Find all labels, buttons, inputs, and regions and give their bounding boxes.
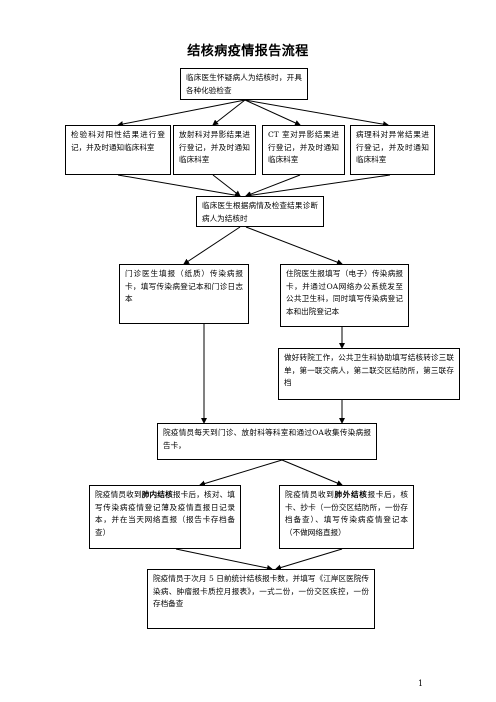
node-extrapulmonary-text-pre: 院疫情员收到 <box>285 490 335 499</box>
node-pulmonary-text-bold: 肺内结核 <box>141 490 173 499</box>
arrow-lab-to-diagnosis <box>117 174 241 199</box>
node-radiology: 放射科对异影结果进行登记，并及时通知临床科室 <box>173 125 256 175</box>
node-lab-text: 检验科对阳性结果进行登记，并及时通知临床科室 <box>71 130 165 152</box>
node-pathology-text: 病理科对异常结果进行登记，并及时通知临床科室 <box>356 130 429 164</box>
node-extrapulmonary: 院疫情员收到肺外结核报卡后，核卡、抄卡（一份交区结防所，一份存档备查）、填写传染… <box>279 485 414 549</box>
arrow-extrapulmonary-to-monthly <box>275 548 343 571</box>
arrow-radiology-to-diagnosis <box>212 174 241 197</box>
node-inpatient-text: 住院医生报填写（电子）传染病报卡，并通过OA网络办公系统发至公共卫生科，同时填写… <box>286 269 403 316</box>
node-transfer: 做好转院工作，公共卫生科协助填写结核转诊三联单，第一联交病人，第二联交区结防所，… <box>278 348 460 400</box>
page-title: 结核病疫情报告流程 <box>187 44 309 59</box>
arrow-diagnosis-to-outpatient <box>183 226 241 265</box>
node-pulmonary-text-pre: 院疫情员收到 <box>95 490 142 499</box>
node-lab: 检验科对阳性结果进行登记，并及时通知临床科室 <box>65 125 171 175</box>
node-extrapulmonary-text-bold: 肺外结核 <box>334 490 368 499</box>
node-ct: CT 室对异影结果进行登记，并及时通知临床科室 <box>262 125 345 175</box>
node-transfer-text: 做好转院工作，公共卫生科协助填写结核转诊三联单，第一联交病人，第二联交区结防所，… <box>284 353 454 387</box>
node-pulmonary-text-post: 报卡后，核对、填写传染病疫情登记薄及疫情直报日记录本，并在当天网络直报（报告卡存… <box>95 490 236 537</box>
node-pathology: 病理科对异常结果进行登记，并及时通知临床科室 <box>350 125 435 175</box>
node-radiology-text: 放射科对异影结果进行登记，并及时通知临床科室 <box>179 130 250 164</box>
arrow-ct-to-diagnosis <box>245 174 301 197</box>
node-pulmonary: 院疫情员收到肺内结核报卡后，核对、填写传染病疫情登记薄及疫情直报日记录本，并在当… <box>89 485 241 549</box>
node-collect: 院疫情员每天到门诊、放射科等科室和通过OA收集传染病报告卡， <box>157 423 377 460</box>
page-number: 1 <box>418 679 424 688</box>
arrow-start-to-ct <box>244 99 301 126</box>
arrow-start-to-radiology <box>212 99 246 126</box>
node-diagnosis: 临床医生根据病情及检查结果诊断病人为结核时 <box>196 196 324 227</box>
node-diagnosis-text: 临床医生根据病情及检查结果诊断病人为结核时 <box>202 201 318 223</box>
arrow-start-to-pathology <box>244 99 389 128</box>
arrow-collect-to-extrapulmonary <box>281 459 343 486</box>
node-outpatient-text: 门诊医生填报（纸质）传染病报卡，填写传染病登记本和门诊日志本 <box>125 269 243 303</box>
node-outpatient: 门诊医生填报（纸质）传染病报卡，填写传染病登记本和门诊日志本 <box>119 264 249 324</box>
node-start: 临床医生怀疑病人为结核时，开具各种化验检查 <box>180 68 308 100</box>
arrow-pulmonary-to-monthly <box>175 548 273 571</box>
arrow-start-to-lab <box>117 99 246 127</box>
arrow-diagnosis-to-inpatient <box>245 226 343 266</box>
node-monthly-text: 院疫情员于次月 5 日前统计结核报卡数，并填写《江岸区医院传染病、肿瘤报卡质控月… <box>153 574 369 608</box>
arrow-collect-to-pulmonary <box>199 459 283 487</box>
arrow-pathology-to-diagnosis <box>245 174 391 199</box>
node-ct-text: CT 室对异影结果进行登记，并及时通知临床科室 <box>268 130 339 164</box>
node-collect-text: 院疫情员每天到门诊、放射科等科室和通过OA收集传染病报告卡， <box>163 428 371 450</box>
node-start-text: 临床医生怀疑病人为结核时，开具各种化验检查 <box>186 73 302 95</box>
node-extrapulmonary-text-post: 报卡后，核卡、抄卡（一份交区结防所，一份存档备查）、填写传染病疫情登记本（不做网… <box>285 490 409 537</box>
node-inpatient: 住院医生报填写（电子）传染病报卡，并通过OA网络办公系统发至公共卫生科，同时填写… <box>280 264 409 327</box>
node-monthly: 院疫情员于次月 5 日前统计结核报卡数，并填写《江岸区医院传染病、肿瘤报卡质控月… <box>147 569 375 629</box>
